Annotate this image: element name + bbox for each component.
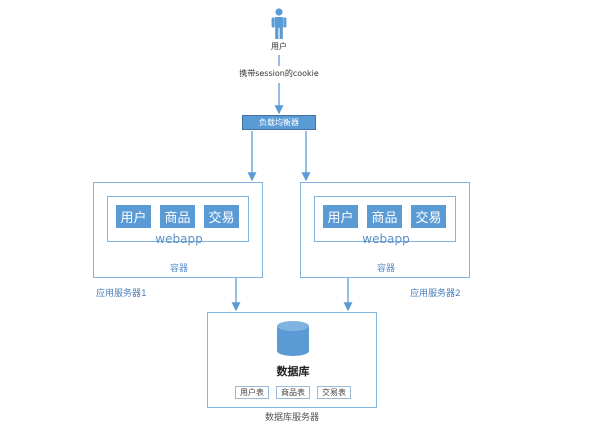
app-server-1-label: 应用服务器1 xyxy=(96,289,147,299)
table-trade: 交易表 xyxy=(317,386,351,399)
app-server-1-container: 用户 商品 交易 webapp 容器 xyxy=(93,182,263,278)
webapp-box-2: 用户 商品 交易 webapp xyxy=(314,196,456,246)
module-product-1: 商品 xyxy=(160,205,195,228)
module-user-2: 用户 xyxy=(323,205,358,228)
request-label: 携带session的cookie xyxy=(239,69,319,78)
module-trade-2: 交易 xyxy=(411,205,446,228)
load-balancer-label: 负载均衡器 xyxy=(259,118,299,127)
database-title: 数据库 xyxy=(276,365,310,378)
user-label: 用户 xyxy=(271,42,287,51)
app-server-2-container: 用户 商品 交易 webapp 容器 xyxy=(300,182,470,278)
table-user: 用户表 xyxy=(235,386,269,399)
db-server-label: 数据库服务器 xyxy=(264,413,319,423)
load-balancer: 负载均衡器 xyxy=(242,115,316,130)
webapp-label-2: webapp xyxy=(362,232,410,246)
module-user-1: 用户 xyxy=(116,205,151,228)
container-label-2: 容器 xyxy=(376,264,395,274)
container-label-1: 容器 xyxy=(169,264,188,274)
webapp-box-1: 用户 商品 交易 webapp xyxy=(107,196,249,246)
app-server-2-label: 应用服务器2 xyxy=(410,289,461,299)
database-icon xyxy=(277,321,309,356)
user-icon xyxy=(271,8,287,39)
db-server-container: 数据库 用户表 商品表 交易表 xyxy=(207,312,377,408)
webapp-label-1: webapp xyxy=(155,232,203,246)
table-product: 商品表 xyxy=(276,386,310,399)
module-product-2: 商品 xyxy=(367,205,402,228)
module-trade-1: 交易 xyxy=(204,205,239,228)
